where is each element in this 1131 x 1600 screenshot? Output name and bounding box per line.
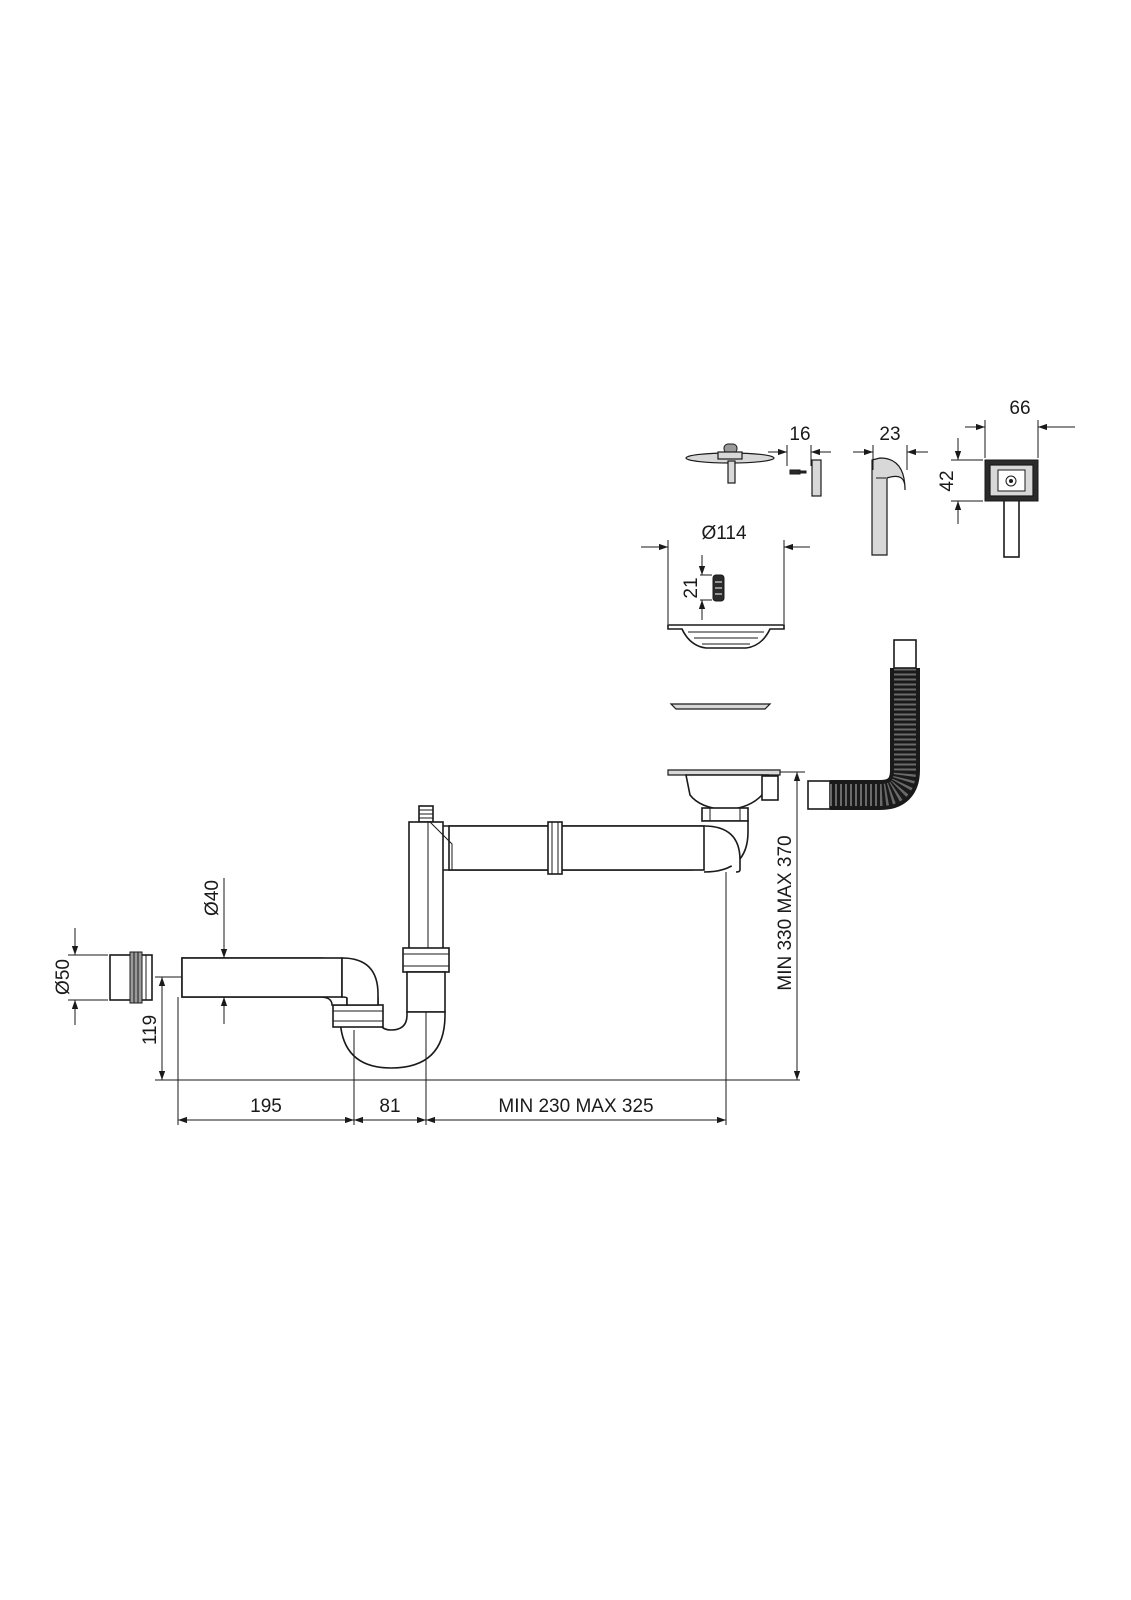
dimension-42: 42 [937, 438, 983, 524]
dimension-81: 81 [354, 1096, 426, 1124]
dimension-119: 119 [140, 976, 182, 1080]
flat-gasket-part [669, 703, 772, 710]
dim-50-label: Ø50 [53, 959, 74, 995]
dim-66-label: 66 [1009, 398, 1030, 419]
dimension-114: Ø114 [641, 523, 810, 624]
dim-21-label: 21 [681, 577, 702, 598]
dimension-40: Ø40 [182, 878, 232, 1024]
dim-16-label: 16 [789, 424, 810, 445]
dimension-horizontal-range: MIN 230 MAX 325 [426, 1096, 726, 1124]
dimension-66: 66 [965, 398, 1075, 458]
dimension-vertical-range: MIN 330 MAX 370 [775, 771, 805, 1080]
overflow-square-part [984, 459, 1039, 558]
dimension-21: 21 [681, 555, 712, 620]
dim-40-label: Ø40 [202, 880, 223, 916]
outlet-pipe [181, 957, 379, 1006]
vertical-riser-pipe [402, 805, 453, 1013]
overflow-cover-part [871, 457, 906, 556]
dimension-23: 23 [853, 424, 928, 470]
dimension-195: 195 [178, 1096, 354, 1124]
dim-horizontal-range-label: MIN 230 MAX 325 [498, 1096, 653, 1117]
dim-vertical-range-label: MIN 330 MAX 370 [775, 835, 796, 990]
corrugated-adapter [109, 951, 153, 1004]
sink-outlet-body [667, 769, 781, 822]
stopper-plug [685, 443, 775, 484]
dim-119-label: 119 [140, 1015, 161, 1045]
dim-23-label: 23 [879, 424, 900, 445]
baseline-extension-lines [155, 872, 800, 1125]
dim-81-label: 81 [379, 1096, 400, 1117]
screw-part [789, 469, 807, 475]
dimension-50: Ø50 [53, 928, 108, 1025]
dim-114-label: Ø114 [701, 523, 747, 544]
gasket-strip-part [811, 459, 822, 497]
dimension-16: 16 [768, 424, 831, 466]
strainer-basket-part [667, 574, 785, 649]
dim-42-label: 42 [937, 470, 958, 491]
flexible-overflow-hose [807, 639, 920, 810]
dim-195-label: 195 [250, 1096, 282, 1117]
horizontal-connector-pipe [441, 820, 749, 875]
